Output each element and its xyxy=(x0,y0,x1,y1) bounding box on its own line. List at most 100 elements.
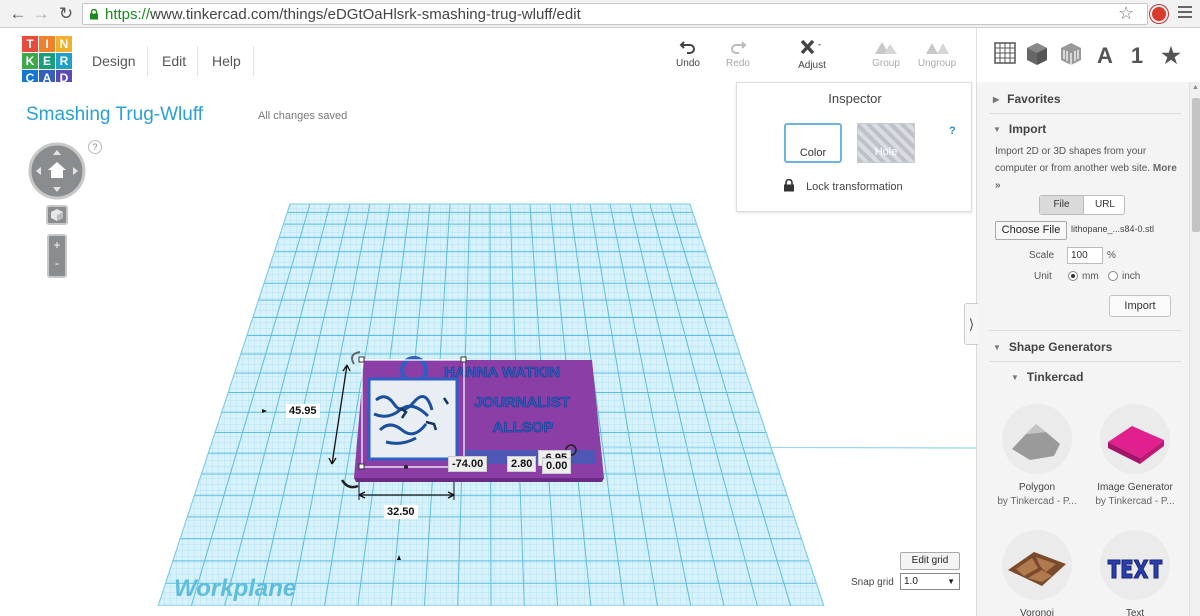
axis-line xyxy=(599,446,976,449)
menu-help[interactable]: Help xyxy=(197,46,255,76)
scrollbar-thumb[interactable] xyxy=(1192,98,1200,232)
arrow-marker xyxy=(262,409,267,413)
browser-menu-icon[interactable] xyxy=(1178,6,1192,21)
ungroup-button[interactable]: Ungroup xyxy=(907,38,967,69)
shape-voronoi[interactable]: Voronoi xyxy=(987,530,1087,616)
orbit-control[interactable] xyxy=(28,142,86,200)
zoom-in-icon[interactable]: + xyxy=(53,238,61,252)
redo-button[interactable]: Redo xyxy=(708,38,768,69)
plate-line-2: JOURNALIST xyxy=(474,394,570,411)
arrow-marker xyxy=(397,555,401,560)
color-swatch[interactable]: Color xyxy=(784,123,842,163)
ungroup-label: Ungroup xyxy=(917,58,957,69)
y-position-value[interactable]: 2.80 xyxy=(507,456,537,472)
navigation-help[interactable]: ? xyxy=(88,140,102,154)
collapse-triangle-icon: ▼ xyxy=(993,343,1001,352)
shape-generators-label: Shape Generators xyxy=(1008,340,1113,354)
wireframe-box-icon[interactable] xyxy=(1057,42,1085,70)
extension-icon[interactable] xyxy=(1150,5,1168,23)
tab-url[interactable]: URL xyxy=(1083,196,1126,214)
import-label: Import xyxy=(1008,122,1047,136)
shape-polygon[interactable]: Polygon by Tinkercad - P... xyxy=(987,404,1087,507)
sidebar-scrollbar[interactable]: ▲ xyxy=(1189,82,1200,616)
address-bar[interactable]: https://www.tinkercad.com/things/eDGtOaH… xyxy=(82,3,1148,25)
corner-handle[interactable] xyxy=(358,463,365,470)
choose-file-button[interactable]: Choose File xyxy=(995,221,1067,240)
inspector-help[interactable]: ? xyxy=(949,125,956,137)
import-header[interactable]: ▼Import xyxy=(993,122,1046,136)
back-arrow-icon[interactable]: ← xyxy=(9,4,27,23)
home-icon[interactable] xyxy=(48,162,66,178)
url-scheme: https:// xyxy=(105,6,151,23)
more-link[interactable]: More » xyxy=(995,163,1177,191)
tinkercad-logo[interactable]: T I N K E R C A D xyxy=(22,36,72,86)
corner-handle[interactable] xyxy=(358,356,365,363)
grid-view-icon[interactable] xyxy=(991,42,1019,70)
tinkercad-generators-header[interactable]: ▼Tinkercad xyxy=(1011,370,1083,384)
height-dimension-value[interactable]: 45.95 xyxy=(286,404,320,418)
undo-icon xyxy=(679,41,695,54)
adjust-button[interactable]: Adjust xyxy=(782,38,842,71)
favorites-header[interactable]: ▶ Favorites xyxy=(993,92,1061,106)
favorites-label: Favorites xyxy=(1007,92,1061,106)
menu-divider xyxy=(253,46,254,76)
shape-name: Image Generator xyxy=(1097,482,1173,493)
unit-inch-radio[interactable] xyxy=(1108,271,1118,281)
expand-triangle-icon: ▶ xyxy=(993,95,1000,104)
favorite-star-icon[interactable]: ★ xyxy=(1161,43,1181,68)
menu-edit[interactable]: Edit xyxy=(147,46,200,76)
rotate-arrow-icon[interactable] xyxy=(351,351,361,365)
snap-grid-label: Snap grid xyxy=(851,577,894,588)
lithophane-panel xyxy=(367,377,459,461)
reload-icon[interactable]: ↻ xyxy=(58,4,74,23)
unit-mm-radio[interactable] xyxy=(1068,271,1078,281)
shape-text[interactable]: Text xyxy=(1085,530,1185,616)
design-title[interactable]: Smashing Trug-Wluff xyxy=(26,104,204,125)
forward-arrow-icon[interactable]: → xyxy=(32,4,50,23)
text-shape-icon[interactable]: A xyxy=(1097,43,1113,68)
group-icon xyxy=(875,42,897,54)
corner-handle[interactable] xyxy=(460,356,467,363)
import-desc-text: Import 2D or 3D shapes from your compute… xyxy=(995,146,1151,174)
bookmark-star-icon[interactable]: ☆ xyxy=(1118,3,1135,23)
workspace[interactable]: Smashing Trug-Wluff All changes saved HA… xyxy=(14,82,976,606)
url-path: www.tinkercad.com/things/eDGtOaHlsrk-sma… xyxy=(150,6,581,23)
hole-swatch[interactable]: Hole xyxy=(857,123,915,163)
import-button[interactable]: Import xyxy=(1109,295,1171,317)
shape-name: Text xyxy=(1125,608,1145,616)
undo-button[interactable]: Undo xyxy=(658,38,718,69)
width-dimension-value[interactable]: 32.50 xyxy=(384,505,418,519)
scale-input[interactable]: 100 xyxy=(1067,247,1103,264)
group-button[interactable]: Group xyxy=(856,38,916,69)
import-description: Import 2D or 3D shapes from your compute… xyxy=(995,143,1177,194)
shape-image-generator[interactable]: Image Generator by Tinkercad - P... xyxy=(1085,404,1185,507)
secure-lock-icon xyxy=(90,9,98,20)
z-position-value[interactable]: 0.00 xyxy=(542,458,572,474)
image-generator-thumbnail xyxy=(1100,404,1170,474)
url-text: https://www.tinkercad.com/things/eDGtOaH… xyxy=(105,6,581,23)
redo-label: Redo xyxy=(726,58,750,69)
rotate-arrow-icon[interactable] xyxy=(340,479,359,489)
collapse-triangle-icon: ▼ xyxy=(1011,373,1019,382)
x-position-value[interactable]: -74.00 xyxy=(448,456,488,472)
tab-file[interactable]: File xyxy=(1040,196,1083,214)
inspector-panel: Inspector ? Color Hole Lock transformati… xyxy=(736,82,972,212)
number-shape-icon[interactable]: 1 xyxy=(1130,43,1144,68)
nameplate-edge xyxy=(354,478,604,482)
view-cube-button[interactable] xyxy=(46,205,68,225)
solid-box-icon[interactable] xyxy=(1023,42,1051,70)
menu-design[interactable]: Design xyxy=(92,53,136,69)
workplane-label: Workplane xyxy=(174,575,296,602)
mid-handle[interactable] xyxy=(404,465,408,469)
shape-generators-header[interactable]: ▼ Shape Generators xyxy=(993,340,1112,354)
edit-grid-button[interactable]: Edit grid xyxy=(900,552,960,570)
zoom-control: + - xyxy=(47,234,67,278)
logo-letter: R xyxy=(56,53,72,69)
snap-grid-select[interactable]: 1.0▼ xyxy=(900,573,960,590)
collapse-sidebar-chevron-icon[interactable]: ⟩ xyxy=(964,303,978,345)
shape-author: by Tinkercad - P... xyxy=(997,496,1077,507)
divider xyxy=(989,330,1181,331)
scroll-up-arrow-icon[interactable]: ▲ xyxy=(1192,84,1199,91)
zoom-out-icon[interactable]: - xyxy=(55,256,59,270)
lock-transformation-toggle[interactable]: Lock transformation xyxy=(783,178,903,193)
